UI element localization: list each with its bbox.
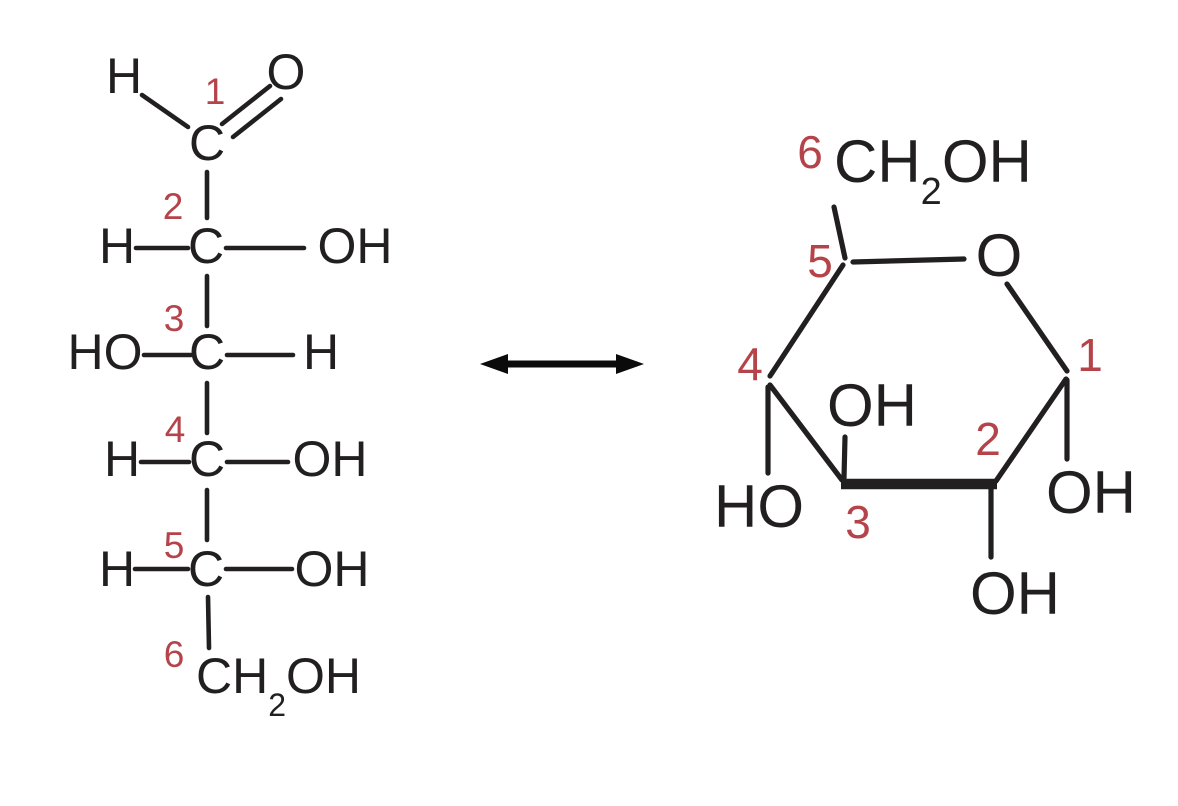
fischer-c2-oh-label: OH bbox=[318, 218, 393, 274]
double-bond-c1-o-line2 bbox=[230, 96, 284, 140]
ring-c1-number: 1 bbox=[1077, 329, 1103, 381]
ring-c2-oh-label: OH bbox=[970, 560, 1060, 627]
fischer-c1-h-label: H bbox=[106, 48, 142, 104]
fischer-c4-h-label: H bbox=[104, 431, 140, 487]
fischer-c5-number: 5 bbox=[164, 525, 185, 566]
fischer-c6-formula: CH2OH bbox=[196, 648, 361, 723]
fischer-c1-oxygen-label: O bbox=[267, 44, 306, 100]
ring-c6-formula-subscript: 2 bbox=[921, 171, 942, 213]
ring-oxygen-label: O bbox=[976, 222, 1023, 289]
fischer-c3-ho-label: HO bbox=[68, 324, 143, 380]
fischer-c2-h-label: H bbox=[99, 218, 135, 274]
fischer-c6-formula-oh: OH bbox=[286, 648, 361, 704]
arrow-head-right bbox=[616, 354, 644, 374]
fischer-c5-carbon-label: C bbox=[188, 541, 224, 597]
fischer-c4-carbon-label: C bbox=[189, 431, 225, 487]
ring-bond-c1-c2 bbox=[993, 376, 1069, 484]
fischer-c6-formula-ch: CH bbox=[196, 648, 268, 704]
fischer-c4-number: 4 bbox=[165, 409, 186, 450]
fischer-c2-number: 2 bbox=[163, 186, 184, 227]
fischer-c3-h-label: H bbox=[303, 324, 339, 380]
fischer-projection: H C O 1 H C OH 2 HO C H 3 H C OH 4 bbox=[68, 44, 393, 723]
ring-bond-c3-c4 bbox=[767, 382, 845, 483]
ring-c6-formula: CH2OH bbox=[834, 128, 1032, 213]
arrow-head-left bbox=[480, 354, 508, 374]
fischer-c6-number: 6 bbox=[164, 634, 185, 675]
ring-c2-number: 2 bbox=[975, 413, 1001, 465]
ring-c6-formula-oh: OH bbox=[942, 128, 1032, 195]
ring-c4-number: 4 bbox=[737, 338, 763, 390]
fischer-c1-carbon-label: C bbox=[189, 115, 225, 171]
fischer-c2-carbon-label: C bbox=[188, 218, 224, 274]
fischer-c5-h-label: H bbox=[99, 541, 135, 597]
bond-h-c1 bbox=[139, 92, 191, 130]
ring-bond-c4-c5 bbox=[767, 262, 846, 379]
ring-c6-formula-ch: CH bbox=[834, 128, 921, 195]
ring-c4-ho-label: HO bbox=[714, 473, 804, 540]
ring-structure: 6 CH2OH O 5 1 2 3 4 OH OH OH HO bbox=[714, 126, 1136, 627]
ring-bond-o-c1 bbox=[1004, 281, 1070, 374]
ring-c5-number: 5 bbox=[807, 235, 833, 287]
fischer-c3-number: 3 bbox=[164, 298, 185, 339]
bond-c5-c6 bbox=[205, 594, 212, 651]
ring-c3-oh-label: OH bbox=[827, 372, 917, 439]
fischer-c1-number: 1 bbox=[205, 71, 226, 112]
fischer-c3-carbon-label: C bbox=[189, 324, 225, 380]
ring-bond-c5-o bbox=[850, 256, 967, 265]
ring-c6-number: 6 bbox=[797, 126, 823, 178]
fischer-c6-formula-subscript: 2 bbox=[268, 687, 286, 723]
ring-bond-c3-oh bbox=[841, 434, 848, 481]
ring-c3-number: 3 bbox=[845, 496, 871, 548]
double-bond-c1-o-line1 bbox=[219, 83, 273, 127]
ring-c1-oh-label: OH bbox=[1046, 459, 1136, 526]
equilibrium-arrow bbox=[480, 354, 644, 374]
fischer-c4-oh-label: OH bbox=[293, 431, 368, 487]
fischer-c5-oh-label: OH bbox=[295, 541, 370, 597]
ring-bond-c5-ch2oh bbox=[831, 204, 848, 261]
